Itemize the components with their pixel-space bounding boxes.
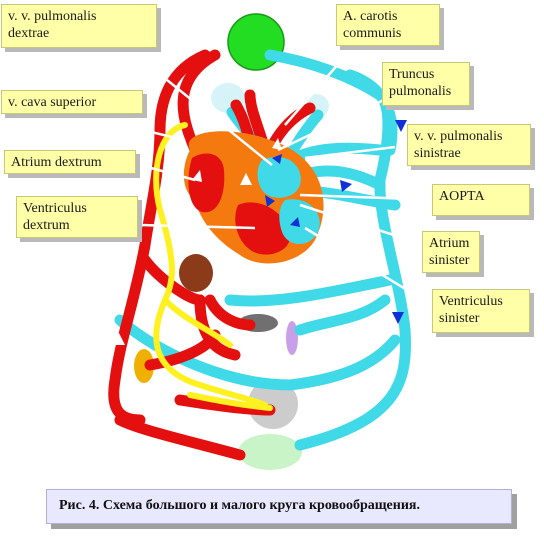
label-ventriculus-dextrum: Ventriculus dextrum [16, 196, 138, 238]
label-pointers [99, 49, 441, 312]
lymph-vessels [153, 122, 273, 411]
red-flow-arrow [272, 138, 282, 150]
left-ventricle-chamber [279, 199, 320, 244]
red-flow-arrow [240, 173, 252, 185]
red-flow-arrow [192, 170, 202, 182]
red-flow-arrow [113, 333, 125, 345]
blue-flow-arrow [395, 120, 407, 132]
heart [183, 131, 324, 264]
right-atrium-chamber [188, 153, 225, 213]
label-cava-superior: v. cava superior [1, 90, 143, 114]
blue-flow-arrow [392, 312, 404, 324]
label-pulmonalis-dextrae: v. v. pulmonalis dextrae [1, 4, 157, 48]
right-ventricle-chamber [235, 202, 290, 255]
label-truncus-pulmonalis: Truncus pulmonalis [382, 62, 470, 106]
blue-flow-arrow [340, 180, 352, 192]
left-atrium-chamber [257, 156, 301, 198]
liver-organ [179, 254, 213, 292]
red-flow-arrow [178, 193, 190, 205]
intestine-organ [248, 379, 298, 429]
label-carotis-communis: A. carotis communis [336, 4, 440, 46]
lower-body-organ [238, 434, 302, 470]
blue-flow-arrow [272, 154, 282, 164]
label-pulmonalis-sinistrae: v. v. pulmonalis sinistrae [407, 124, 531, 166]
flow-arrows [113, 120, 407, 345]
head-organ [227, 13, 285, 71]
blue-flow-arrow [290, 217, 300, 227]
figure-caption: Рис. 4. Схема большого и малого круга кр… [46, 489, 512, 524]
label-atrium-sinister: Atrium sinister [422, 231, 480, 273]
blue-flow-arrow [265, 195, 275, 207]
label-ventriculus-sinister: Ventriculus sinister [432, 289, 530, 333]
kidney-organ [134, 349, 154, 383]
label-atrium-dextrum: Atrium dextrum [4, 150, 136, 174]
label-aorta: AOPTA [432, 184, 530, 216]
